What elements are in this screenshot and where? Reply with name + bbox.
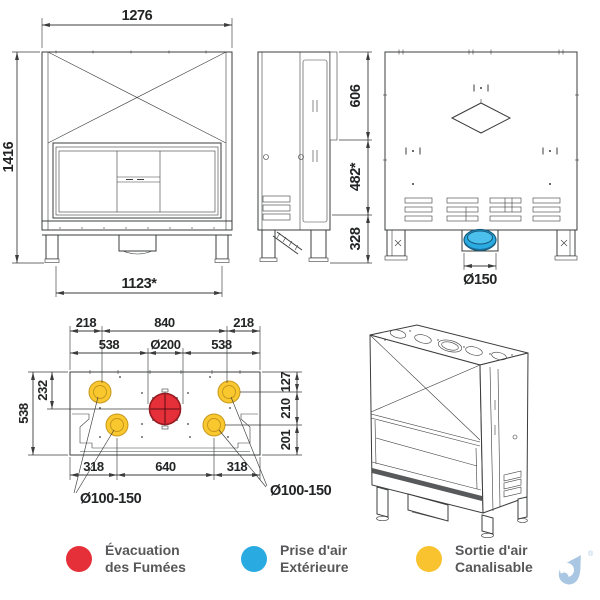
side-vent-slats — [262, 195, 291, 221]
dim-plan-top-left: 218 — [76, 315, 97, 330]
smoke-evacuation-color-dot — [66, 546, 92, 572]
dim-plan-bottom-left: 318 — [83, 459, 104, 474]
top-view: 218 840 218 538 Ø200 538 538 232 — [16, 315, 332, 507]
dim-plan-depth-total: 538 — [16, 403, 31, 424]
dim-plan-top-center: 840 — [154, 315, 175, 330]
legend-text-line: Extérieure — [280, 559, 349, 575]
plan-dimensions: 218 840 218 538 Ø200 538 538 232 — [16, 315, 332, 507]
persp-right-face-details — [489, 366, 522, 512]
dim-rear-intake-diameter: Ø150 — [463, 272, 497, 288]
persp-top-holes — [384, 329, 513, 361]
registered-mark: ® — [588, 550, 594, 558]
front-body — [41, 50, 233, 263]
persp-legs — [376, 486, 528, 538]
plan-edge-ticks — [89, 370, 241, 374]
side-dimensions: 606 482* 328 — [330, 51, 372, 264]
top-edge-ticks — [55, 50, 207, 54]
side-knob — [263, 154, 269, 160]
air-intake-label: Prise d'air Extérieure — [280, 542, 348, 576]
dim-side-middle: 482* — [348, 162, 364, 191]
x-brace-panel — [47, 51, 227, 144]
front-view: 1276 1416 1123* — [1, 8, 233, 297]
dim-plan-row2-left: 538 — [99, 337, 120, 352]
legend-text-line: Évacuation — [105, 542, 180, 558]
dim-front-width-top: 1276 — [122, 8, 153, 24]
dim-plan-flue-diameter: Ø200 — [150, 337, 180, 352]
duct-diameter-left: Ø100-150 — [73, 396, 142, 507]
rear-dimensions: Ø150 — [463, 253, 498, 288]
dim-plan-bottom-right: 318 — [227, 459, 248, 474]
legend-item-outside-air-intake: Prise d'air Extérieure — [241, 542, 348, 576]
rear-edge-ticks — [383, 49, 579, 161]
front-dimensions: 1276 1416 1123* — [1, 8, 233, 297]
rear-view: Ø150 — [383, 49, 579, 288]
rear-diamond-knockout — [450, 99, 512, 134]
dim-side-lower: 328 — [348, 227, 364, 250]
rear-legs — [384, 229, 578, 261]
ductable-air-color-dot — [416, 546, 442, 572]
dim-plan-right-upper: 127 — [278, 372, 293, 393]
side-view: 606 482* 328 — [257, 51, 372, 264]
dim-plan-right-middle: 210 — [278, 398, 293, 419]
slot-marks — [405, 84, 558, 185]
dim-front-width-bottom: 1123* — [121, 276, 157, 292]
dim-duct-left: Ø100-150 — [80, 491, 142, 507]
side-knob — [298, 154, 304, 160]
glass-door — [52, 142, 222, 219]
dim-side-upper: 606 — [348, 84, 364, 107]
persp-ash-drawer — [407, 493, 449, 522]
persp-x-panel — [369, 334, 481, 443]
legend-text-line: Sortie d'air — [455, 542, 528, 558]
air-intake-color-dot — [241, 546, 267, 572]
perspective-view — [369, 324, 529, 538]
dim-front-height: 1416 — [1, 141, 17, 172]
ductable-air-label: Sortie d'air Canalisable — [455, 542, 533, 576]
front-channel — [72, 413, 258, 452]
drawing-canvas: 1276 1416 1123* — [1, 8, 579, 538]
front-legs — [44, 234, 230, 263]
legend-text-line: Prise d'air — [280, 542, 348, 558]
dim-plan-flue-depth: 232 — [35, 380, 50, 401]
rear-smoke-channel — [329, 51, 338, 141]
plan-body — [69, 370, 261, 456]
rear-body — [383, 49, 579, 261]
legend-item-ductable-air-outlet: Sortie d'air Canalisable — [416, 542, 533, 576]
dim-plan-row2-right: 538 — [211, 337, 232, 352]
legend-text-line: des Fumées — [105, 559, 186, 575]
side-legs — [259, 229, 329, 262]
dim-duct-right: Ø100-150 — [270, 483, 332, 499]
dim-plan-bottom-center: 640 — [155, 459, 176, 474]
legend-item-smoke-evacuation: Évacuation des Fumées — [66, 542, 186, 576]
smoke-outlet-red — [148, 388, 182, 430]
diagonal-brace — [272, 231, 303, 255]
brand-watermark-logo: ® — [558, 550, 594, 585]
air-intake-collar — [461, 228, 499, 252]
dim-plan-right-lower: 201 — [278, 430, 293, 451]
rear-vent-slats — [404, 197, 561, 222]
ash-drawer — [118, 234, 157, 255]
persp-window — [370, 417, 482, 501]
side-body — [257, 51, 338, 262]
duct-diameter-right: Ø100-150 — [218, 396, 332, 499]
dim-plan-top-right: 218 — [233, 315, 254, 330]
legend-text-line: Canalisable — [455, 559, 533, 575]
smoke-evacuation-label: Évacuation des Fumées — [105, 542, 186, 576]
